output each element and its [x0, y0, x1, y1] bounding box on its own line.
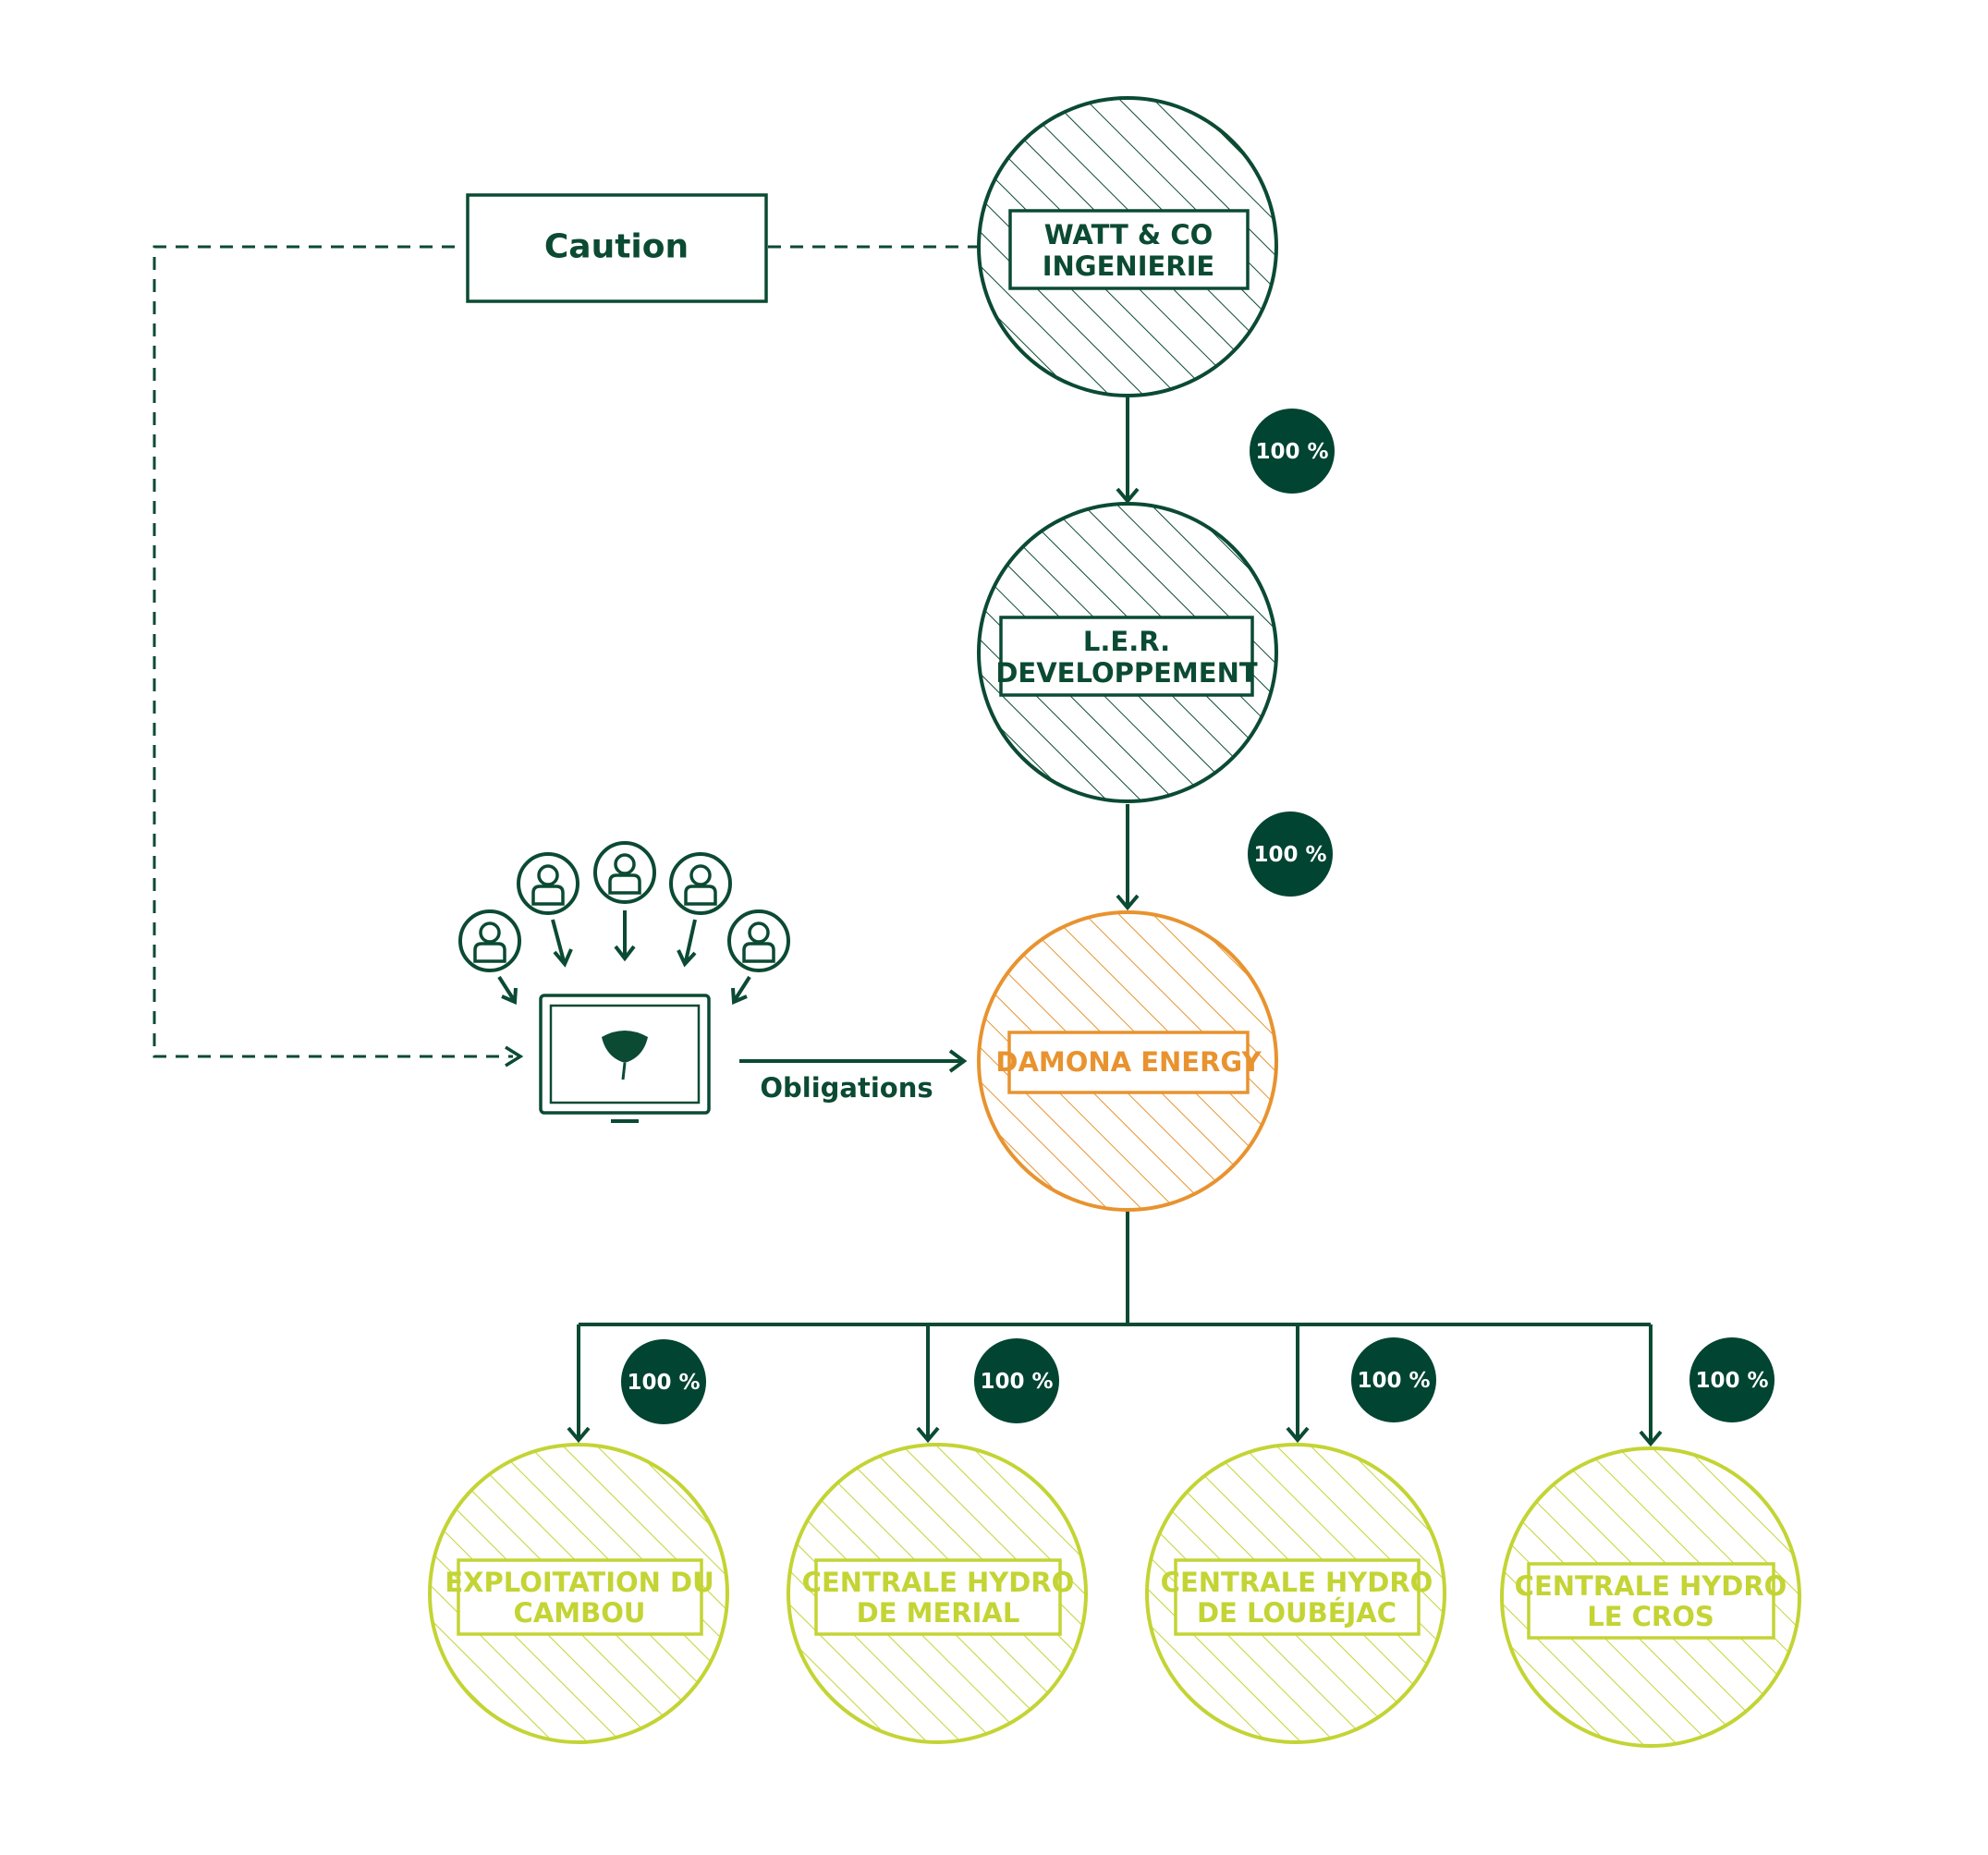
watt-label-line1: WATT & CO [1044, 219, 1214, 250]
entity-damona: DAMONA ENERGY [977, 910, 1278, 1212]
bus-to-merial-arrowhead [916, 1426, 940, 1444]
entity-cambou: EXPLOITATION DU CAMBOU [428, 1443, 729, 1744]
lecros-label-line2: LE CROS [1587, 1601, 1714, 1632]
badge-damona-to-cambou-text: 100 % [627, 1371, 700, 1395]
investor-4-user-icon [669, 852, 732, 915]
platform-monitor [539, 994, 711, 1123]
cambou-label-line1: EXPLOITATION DU [445, 1567, 713, 1598]
badge-ler-to-damona: 100 % [1248, 812, 1333, 897]
badge-damona-to-loubejac: 100 % [1351, 1337, 1436, 1422]
investor-2-user-icon [517, 852, 579, 915]
badge-damona-to-cambou: 100 % [621, 1339, 706, 1424]
ler-label-line1: L.E.R. [1083, 626, 1170, 657]
entity-lecros: CENTRALE HYDRO LE CROS [1500, 1446, 1801, 1748]
investor-5-user-icon [727, 909, 790, 972]
caution-label: Caution [544, 228, 689, 266]
investor-3-user-icon [593, 841, 656, 904]
ler-to-damona-arrowhead [1116, 894, 1140, 911]
caution-to-platform-line [152, 245, 513, 1058]
damona-label: DAMONA ENERGY [995, 1046, 1262, 1078]
obligations-label: Obligations [760, 1072, 933, 1104]
lecros-label-line1: CENTRALE HYDRO [1515, 1570, 1787, 1602]
badge-damona-to-lecros: 100 % [1689, 1337, 1775, 1422]
merial-label-line1: CENTRALE HYDRO [802, 1567, 1075, 1598]
badge-ler-to-damona-text: 100 % [1253, 843, 1326, 867]
watt-label-line2: INGENIERIE [1043, 250, 1214, 282]
bus-to-loubejac-arrowhead [1286, 1426, 1310, 1444]
caution-connectors [152, 245, 980, 1058]
entity-merial: CENTRALE HYDRO DE MERIAL [787, 1443, 1088, 1744]
cambou-label-line2: CAMBOU [514, 1597, 646, 1629]
loubejac-label-line1: CENTRALE HYDRO [1161, 1567, 1433, 1598]
merial-label-line2: DE MERIAL [857, 1597, 1020, 1629]
ownership-arrows [567, 397, 1663, 1447]
badge-watt-to-ler-text: 100 % [1255, 440, 1328, 464]
loubejac-label-line2: DE LOUBÉJAC [1197, 1597, 1396, 1629]
investor-1-user-icon [458, 909, 521, 972]
badge-damona-to-merial-text: 100 % [980, 1370, 1053, 1394]
investor-arrows [497, 910, 751, 1005]
entity-watt: WATT & CO INGENIERIE [977, 96, 1278, 397]
ginkgo-leaf-icon [602, 1031, 648, 1080]
caution-arrowhead [505, 1045, 524, 1068]
entity-loubejac: CENTRALE HYDRO DE LOUBÉJAC [1145, 1443, 1446, 1744]
caution-box: Caution [466, 193, 768, 303]
badge-watt-to-ler: 100 % [1250, 409, 1335, 494]
badge-damona-to-lecros-text: 100 % [1695, 1369, 1768, 1393]
entity-ler: L.E.R. DEVELOPPEMENT [977, 502, 1278, 803]
bus-to-lecros-arrowhead [1639, 1430, 1663, 1447]
bus-to-cambou-arrowhead [567, 1426, 591, 1444]
ler-label-line2: DEVELOPPEMENT [995, 657, 1257, 689]
badge-damona-to-loubejac-text: 100 % [1357, 1369, 1430, 1393]
badge-damona-to-merial: 100 % [974, 1338, 1059, 1423]
obligations-flow: Obligations [739, 1049, 968, 1104]
watt-to-ler-arrowhead [1116, 487, 1140, 505]
